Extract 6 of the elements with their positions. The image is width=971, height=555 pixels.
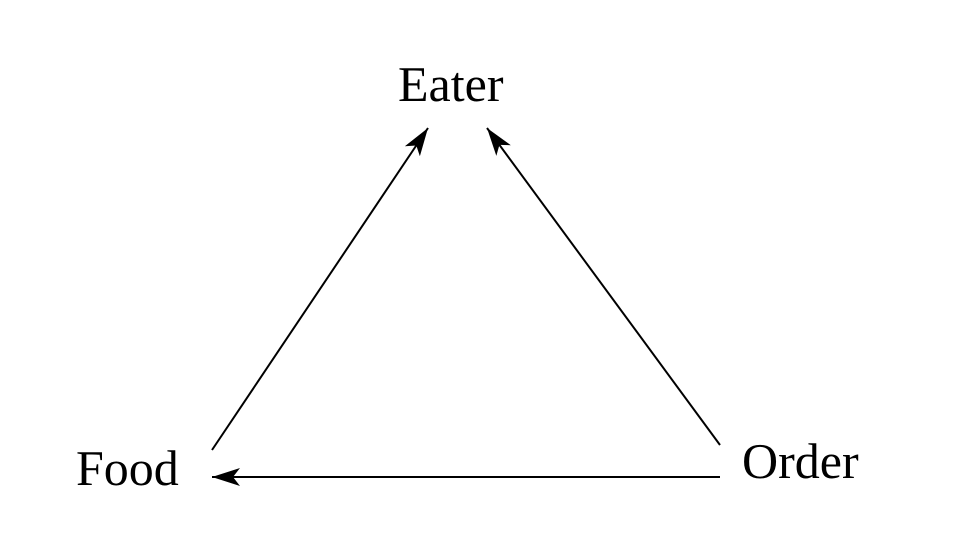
arrow <box>211 127 429 451</box>
node-label: Order <box>742 436 859 486</box>
arrow <box>212 468 720 486</box>
node-label: Food <box>76 443 179 493</box>
node-label: Eater <box>398 59 504 109</box>
arrow <box>486 127 721 446</box>
